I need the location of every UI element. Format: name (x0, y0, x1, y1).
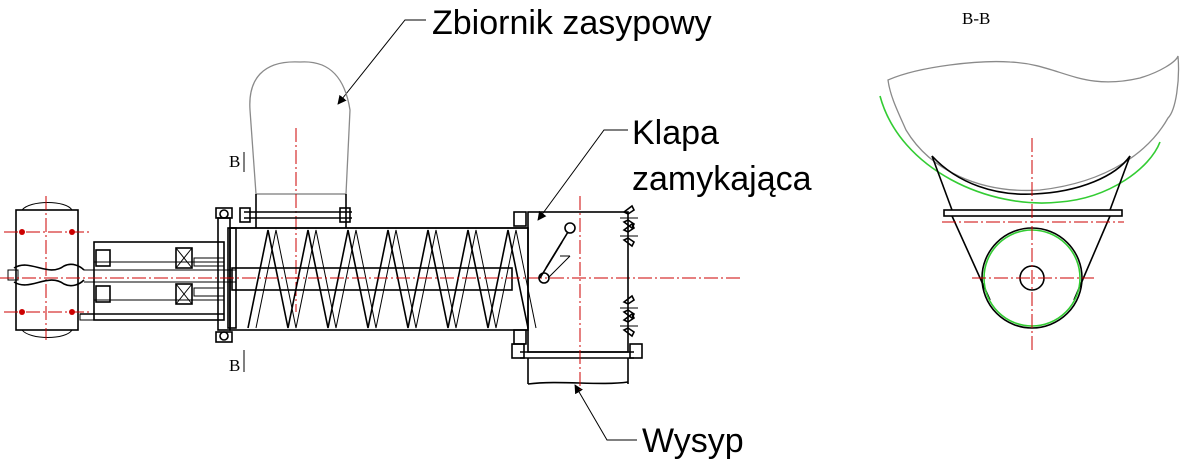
outlet-leader (574, 384, 637, 441)
bearing-housing (79, 241, 236, 321)
hopper-label: Zbiornik zasypowy (432, 4, 712, 42)
flap-label-line2: zamykająca (632, 160, 812, 198)
auger-flight-back (255, 229, 537, 329)
flap-leader (537, 129, 628, 221)
section-mark-top: B (229, 152, 240, 171)
flap-label-line1: Klapa (632, 114, 719, 152)
outlet-label: Wysyp (642, 422, 744, 460)
section-mark-bottom: B (229, 356, 240, 375)
hopper-leader (337, 19, 426, 105)
auger-flight (247, 229, 529, 329)
wing-nuts (620, 204, 638, 338)
hopper (249, 61, 351, 195)
screw-shaft (231, 267, 513, 291)
hopper-neck-flange (239, 194, 352, 228)
closing-flap (538, 222, 576, 284)
section-b-b-view (879, 55, 1180, 350)
screw-auger (247, 229, 537, 329)
section-title: B-B (962, 9, 990, 28)
motor (4, 196, 90, 340)
outlet-chute (511, 196, 643, 390)
